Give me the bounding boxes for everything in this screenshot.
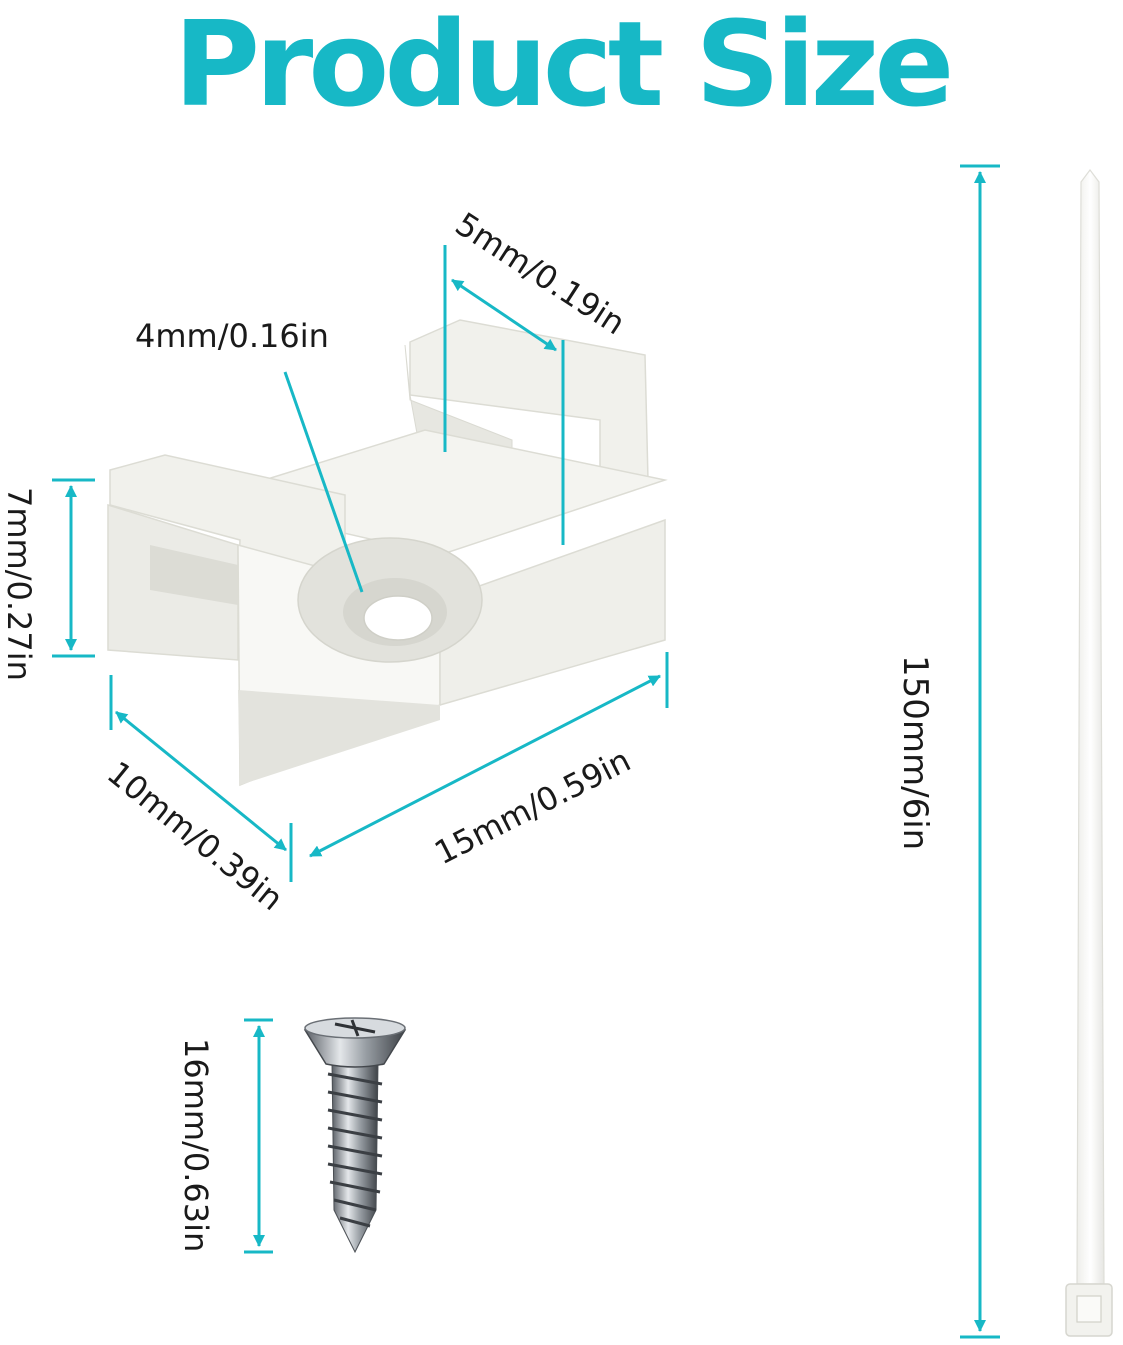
cable-tie-mount-illustration bbox=[107, 319, 668, 787]
cable-tie-dimension-lines bbox=[960, 164, 1000, 1339]
screw-dimension-lines bbox=[244, 1018, 273, 1254]
length-arrow bbox=[309, 674, 661, 858]
hole-leader-line bbox=[283, 371, 364, 593]
hole-diameter-label: 4mm/0.16in bbox=[135, 317, 329, 355]
screw-length-label: 16mm/0.63in bbox=[177, 1038, 215, 1252]
cable-tie-length-label: 150mm/6in bbox=[895, 655, 935, 850]
slot-width-label: 5mm/0.19in bbox=[449, 205, 632, 342]
cable-tie-illustration bbox=[1065, 169, 1113, 1337]
width-label: 10mm/0.39in bbox=[100, 754, 290, 918]
slot-width-arrow bbox=[451, 278, 557, 352]
page-title: Product Size bbox=[173, 0, 955, 133]
length-label: 15mm/0.59in bbox=[428, 741, 636, 872]
screw-illustration bbox=[303, 1017, 407, 1254]
mount-dimension-lines bbox=[52, 245, 669, 882]
height-label: 7mm/0.27in bbox=[0, 487, 38, 681]
width-arrow bbox=[115, 710, 287, 852]
